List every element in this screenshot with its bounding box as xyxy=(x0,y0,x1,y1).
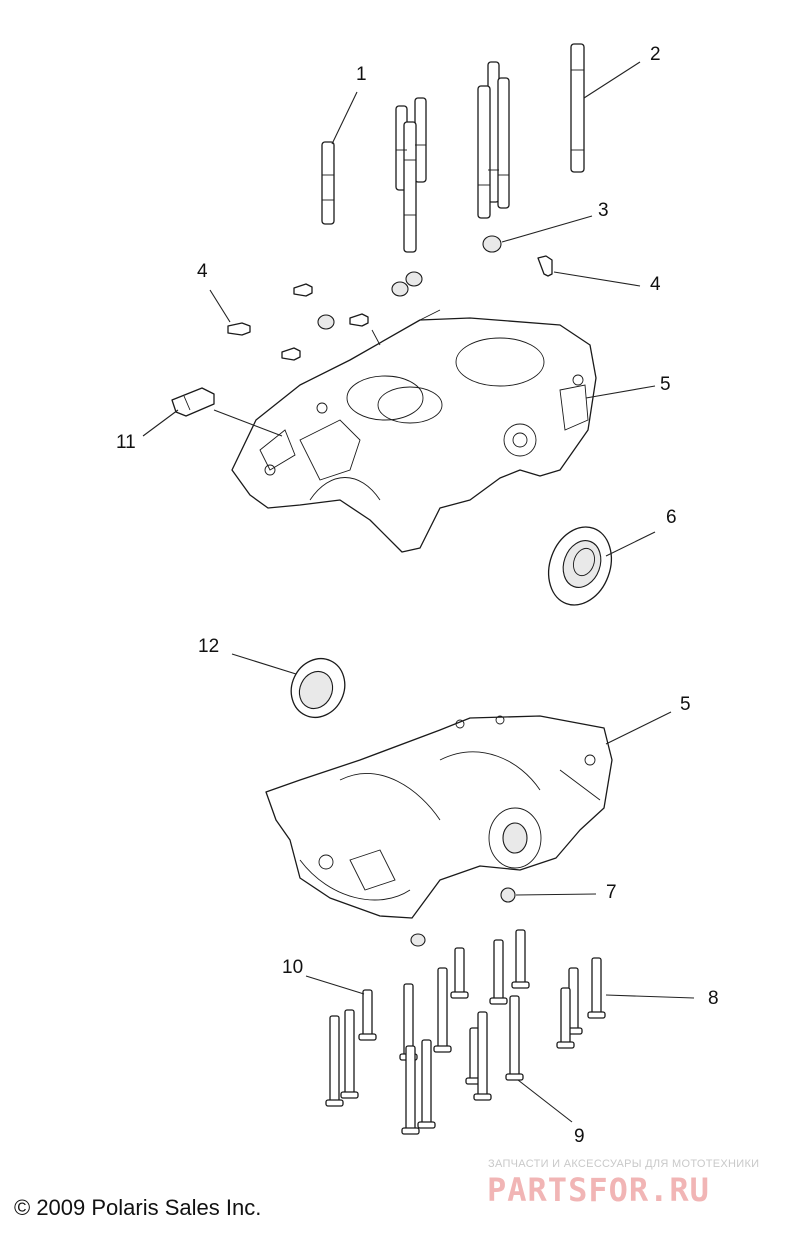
callout-2: 2 xyxy=(650,44,661,65)
upper-crankcase xyxy=(231,309,597,553)
callout-3: 3 xyxy=(598,200,609,221)
callout-7: 7 xyxy=(606,882,617,903)
callout-5b: 5 xyxy=(680,694,691,715)
crank-seal-item-6 xyxy=(548,526,612,606)
dowel-pins-group xyxy=(317,235,516,947)
crank-seal-item-12 xyxy=(290,658,346,718)
bolts-item-9 xyxy=(399,929,530,1135)
watermark-logo: PARTSFOR.RU xyxy=(487,1171,710,1209)
callout-6: 6 xyxy=(666,507,677,528)
cylinder-studs-group xyxy=(321,43,585,253)
stud-item-1 xyxy=(321,141,335,225)
stud-cluster-right xyxy=(477,61,510,219)
callout-4a: 4 xyxy=(197,261,208,282)
bolts-item-8 xyxy=(556,957,606,1049)
copyright-notice: © 2009 Polaris Sales Inc. xyxy=(14,1195,262,1220)
stud-item-2 xyxy=(570,43,585,173)
oil-fittings-group xyxy=(227,255,553,361)
watermark-tagline: ЗАПЧАСТИ И АКСЕССУАРЫ ДЛЯ МОТОТЕХНИКИ xyxy=(488,1158,760,1170)
callout-9: 9 xyxy=(574,1126,585,1147)
callout-10: 10 xyxy=(282,957,303,978)
lower-crankcase xyxy=(265,715,613,919)
leader-lines xyxy=(142,61,695,1123)
bolts-item-10 xyxy=(325,989,377,1107)
breather-fitting-item-11 xyxy=(171,387,215,417)
callout-12: 12 xyxy=(198,636,219,657)
callout-5a: 5 xyxy=(660,374,671,395)
callout-11: 11 xyxy=(116,432,136,453)
crankcase-bolts-group xyxy=(325,929,606,1135)
stud-cluster-left xyxy=(395,97,427,253)
callout-4b: 4 xyxy=(650,274,661,295)
callout-labels: 1 2 3 4 4 5 11 6 12 5 7 10 8 9 xyxy=(116,44,719,1147)
callout-8: 8 xyxy=(708,988,719,1009)
callout-1: 1 xyxy=(356,64,367,85)
